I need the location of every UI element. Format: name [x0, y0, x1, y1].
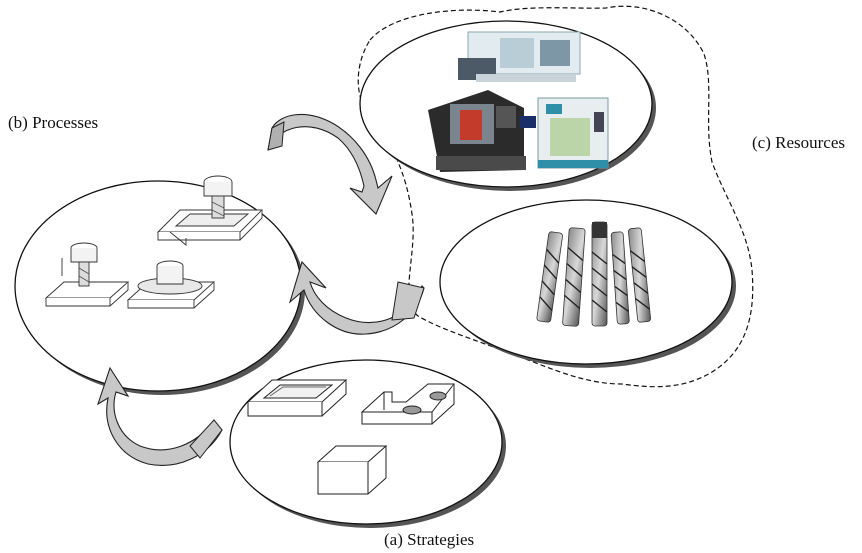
- cycle-arrow-icon: [97, 113, 425, 466]
- end-mill-cutters-image: [536, 221, 651, 327]
- resources-boundary: [357, 5, 754, 388]
- milling-processes-image: [44, 175, 264, 309]
- tools-ellipse: [439, 199, 736, 368]
- processes-label: (b) Processes: [8, 113, 99, 132]
- workpiece-features-image: [246, 379, 456, 495]
- machining-centers-image: [428, 31, 609, 172]
- resources-label: (c) Resources: [752, 133, 845, 152]
- strategies-label: (a) Strategies: [384, 530, 475, 549]
